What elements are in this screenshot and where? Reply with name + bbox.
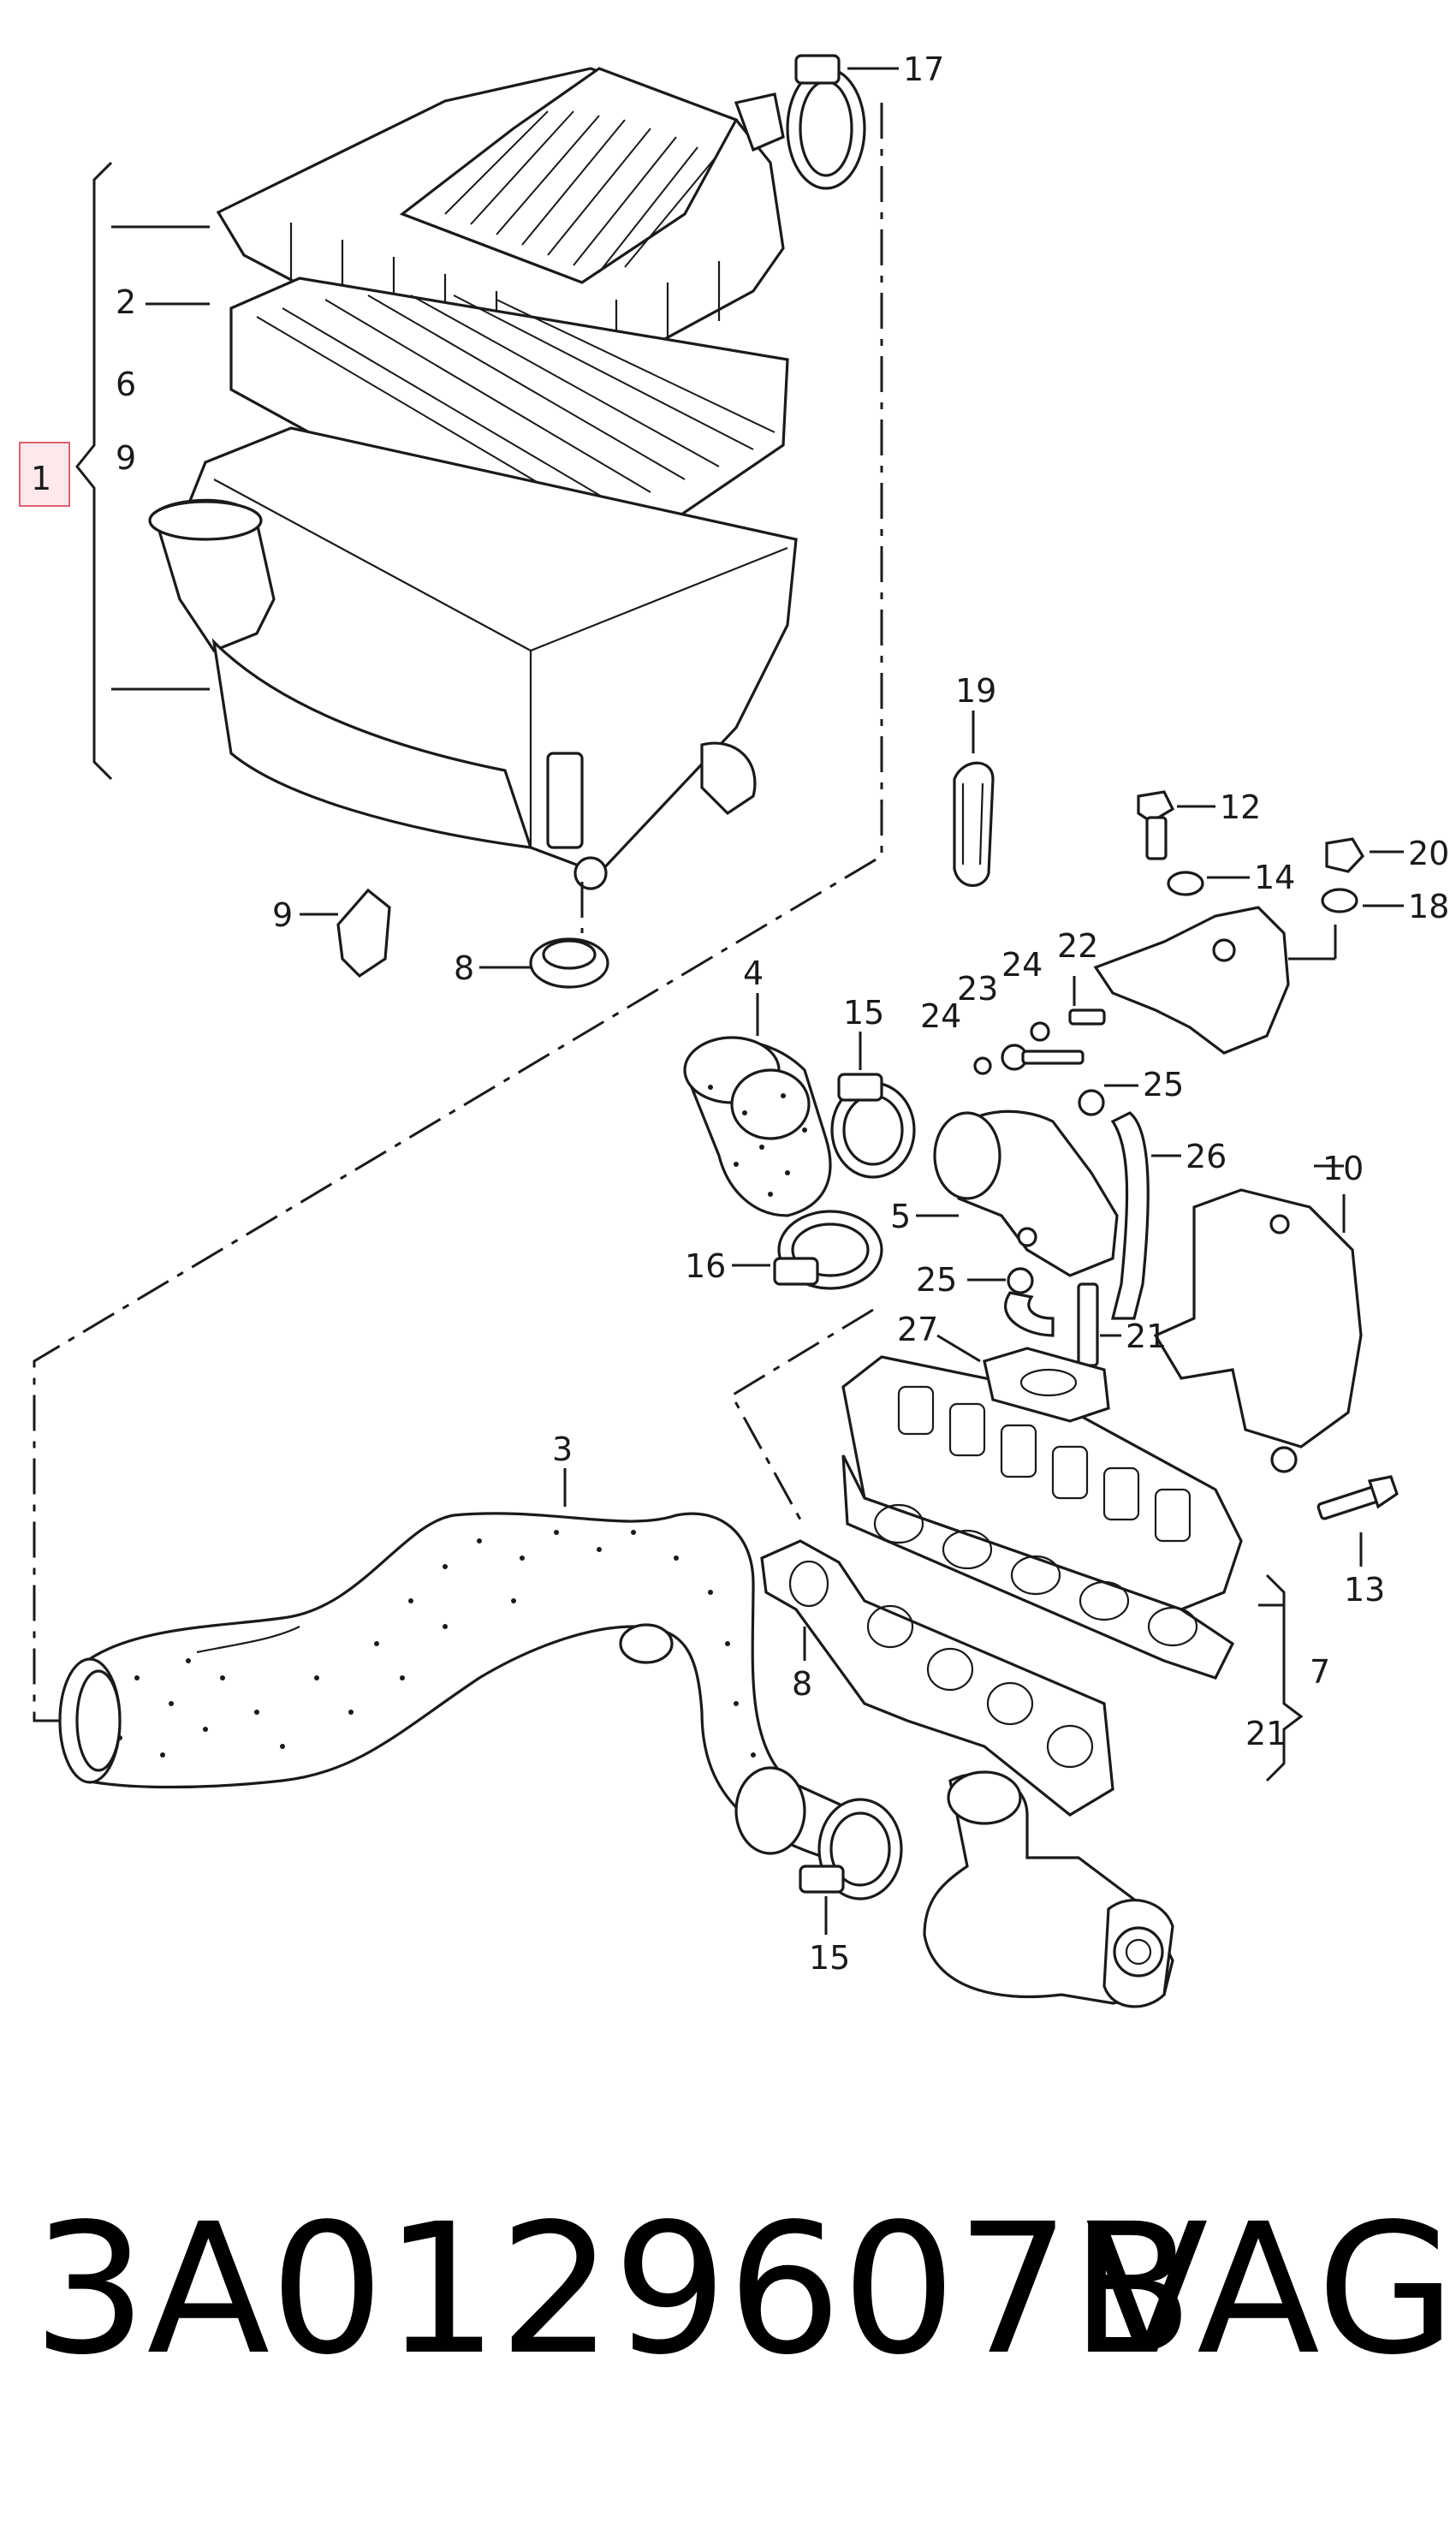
gasket-19	[953, 711, 995, 887]
air-filter-housing	[148, 67, 798, 890]
callout-labels: 1 2 6 9 17 9 8 19 12 20 14 18 22 24 23 2…	[31, 51, 1449, 1977]
hose-clamp-17	[786, 54, 899, 190]
hose-26	[1110, 1111, 1181, 1320]
nut-20	[1325, 837, 1404, 873]
intake-manifold-7	[841, 1355, 1243, 1680]
callout-25-upper: 25	[1143, 1066, 1184, 1103]
bolt-12	[1137, 790, 1215, 860]
callout-27: 27	[897, 1311, 938, 1348]
callout-24-lower: 24	[920, 997, 961, 1035]
clip-9	[300, 888, 391, 978]
callout-21-upper: 21	[1126, 1318, 1167, 1355]
callout-1: 1	[31, 460, 51, 497]
callout-8-grommet: 8	[454, 949, 474, 987]
callout-8-gasket: 8	[792, 1665, 812, 1703]
hose-clamp-16	[732, 1210, 883, 1290]
callout-22: 22	[1057, 927, 1098, 965]
washer-18	[1321, 888, 1404, 913]
callout-20: 20	[1408, 835, 1449, 872]
callout-3: 3	[552, 1431, 573, 1468]
callout-17: 17	[903, 51, 944, 88]
callout-9-clip: 9	[272, 896, 293, 934]
hose-clamp-15-lower	[799, 1798, 903, 1935]
intake-pipe-3	[58, 1468, 884, 1868]
grommet-8	[479, 937, 609, 989]
callout-21-lower: 21	[1245, 1715, 1287, 1752]
turbocharger	[923, 1770, 1174, 2008]
callout-23: 23	[957, 970, 998, 1008]
heat-shield-10	[1153, 1164, 1363, 1473]
callout-24-upper: 24	[1001, 946, 1043, 984]
washer-14	[1167, 871, 1250, 896]
callout-5: 5	[890, 1198, 911, 1235]
callout-9: 9	[116, 439, 136, 477]
callout-16: 16	[685, 1247, 726, 1285]
callout-14: 14	[1254, 859, 1295, 896]
callout-15-lower: 15	[809, 1939, 850, 1977]
callout-2: 2	[116, 283, 136, 321]
hose-clamp-15	[830, 1032, 916, 1179]
connector-5	[916, 1109, 1119, 1277]
callout-13: 13	[1344, 1571, 1385, 1609]
callout-7: 7	[1310, 1653, 1330, 1691]
bolt-13	[1316, 1475, 1399, 1567]
callout-4: 4	[743, 955, 764, 992]
stud-21	[1077, 1282, 1121, 1367]
gasket-27	[936, 1334, 1110, 1423]
callout-12: 12	[1220, 788, 1261, 826]
hose-4	[683, 993, 832, 1217]
part-number: 3A0129607B	[33, 2185, 1194, 2394]
bolts-23-24	[973, 976, 1106, 1075]
callout-19: 19	[955, 672, 996, 710]
brand-name: VAG	[1085, 2185, 1456, 2394]
callout-10: 10	[1322, 1150, 1364, 1187]
callout-15-upper: 15	[843, 994, 884, 1032]
bracket-22	[1093, 906, 1337, 1055]
callout-1-highlight	[19, 442, 70, 507]
callout-6: 6	[116, 366, 136, 403]
exhaust-gasket-8	[760, 1539, 1114, 1817]
callout-26: 26	[1186, 1138, 1227, 1175]
callout-18: 18	[1408, 888, 1449, 925]
callout-25-lower: 25	[916, 1261, 957, 1299]
fitting-25	[967, 1084, 1138, 1337]
